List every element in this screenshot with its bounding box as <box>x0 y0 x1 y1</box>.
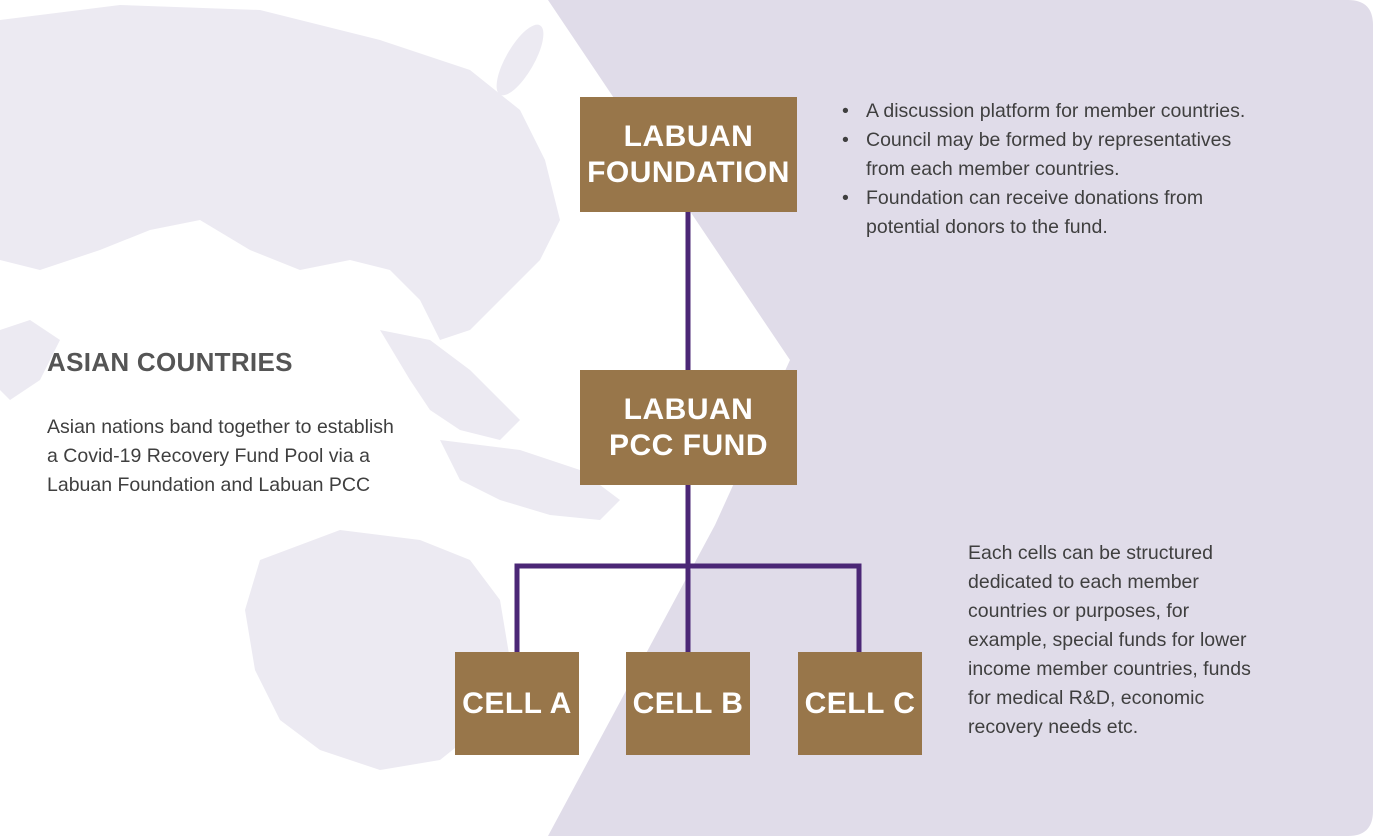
cell-c-box: CELL C <box>798 652 922 755</box>
map-landmass-west <box>0 320 60 400</box>
bullet-icon: • <box>842 100 849 122</box>
connector-branch <box>514 563 862 652</box>
map-landmass-southeast <box>380 330 520 440</box>
box-label-line: PCC FUND <box>609 428 768 462</box>
map-island-small <box>109 60 121 80</box>
description-line: Labuan Foundation and Labuan PCC <box>47 474 371 496</box>
foundation-notes-list: • A discussion platform for member count… <box>818 97 1338 242</box>
foundation-note-item: • Council may be formed by representativ… <box>818 126 1338 184</box>
foundation-note-item: • A discussion platform for member count… <box>818 97 1338 126</box>
cell-b-box: CELL B <box>626 652 750 755</box>
note-line: A discussion platform for member countri… <box>866 100 1246 122</box>
cell-a-label: CELL A <box>462 686 572 720</box>
box-label-line: LABUAN <box>623 119 754 153</box>
cell-c-label: CELL C <box>804 686 916 720</box>
labuan-foundation-box: LABUAN FOUNDATION <box>580 97 797 212</box>
org-connectors <box>514 212 862 652</box>
map-landmass-australia <box>245 530 510 770</box>
bullet-icon: • <box>842 129 849 151</box>
description-line: a Covid-19 Recovery Fund Pool via a <box>47 445 370 467</box>
description-line: Asian nations band together to establish <box>47 416 394 438</box>
map-landmass-asia <box>0 5 560 340</box>
labuan-pcc-fund-box: LABUAN PCC FUND <box>580 370 797 485</box>
box-label-line: FOUNDATION <box>587 155 790 189</box>
note-line: from each member countries. <box>866 158 1120 180</box>
world-map-shapes <box>0 5 620 770</box>
bullet-icon: • <box>842 187 849 209</box>
cells-description: Each cells can be structured dedicated t… <box>968 539 1328 742</box>
cell-b-label: CELL B <box>632 686 744 720</box>
cells-description-line: example, special funds for lower <box>968 629 1247 651</box>
cells-description-line: dedicated to each member <box>968 571 1199 593</box>
map-island-japan <box>496 24 544 96</box>
cells-description-line: for medical R&D, economic <box>968 687 1205 709</box>
note-line: potential donors to the fund. <box>866 216 1108 238</box>
note-line: Council may be formed by representatives <box>866 129 1232 151</box>
cells-description-line: countries or purposes, for <box>968 600 1190 622</box>
map-landmass-islands <box>440 440 620 520</box>
cell-a-box: CELL A <box>455 652 579 755</box>
cells-description-line: income member countries, funds <box>968 658 1251 680</box>
foundation-note-item: • Foundation can receive donations from … <box>818 184 1338 242</box>
cells-description-line: recovery needs etc. <box>968 716 1139 738</box>
note-line: Foundation can receive donations from <box>866 187 1204 209</box>
cells-description-line: Each cells can be structured <box>968 542 1213 564</box>
asian-countries-description: Asian nations band together to establish… <box>47 413 467 500</box>
box-label-line: LABUAN <box>623 392 754 426</box>
asian-countries-heading: ASIAN COUNTRIES <box>47 347 293 377</box>
